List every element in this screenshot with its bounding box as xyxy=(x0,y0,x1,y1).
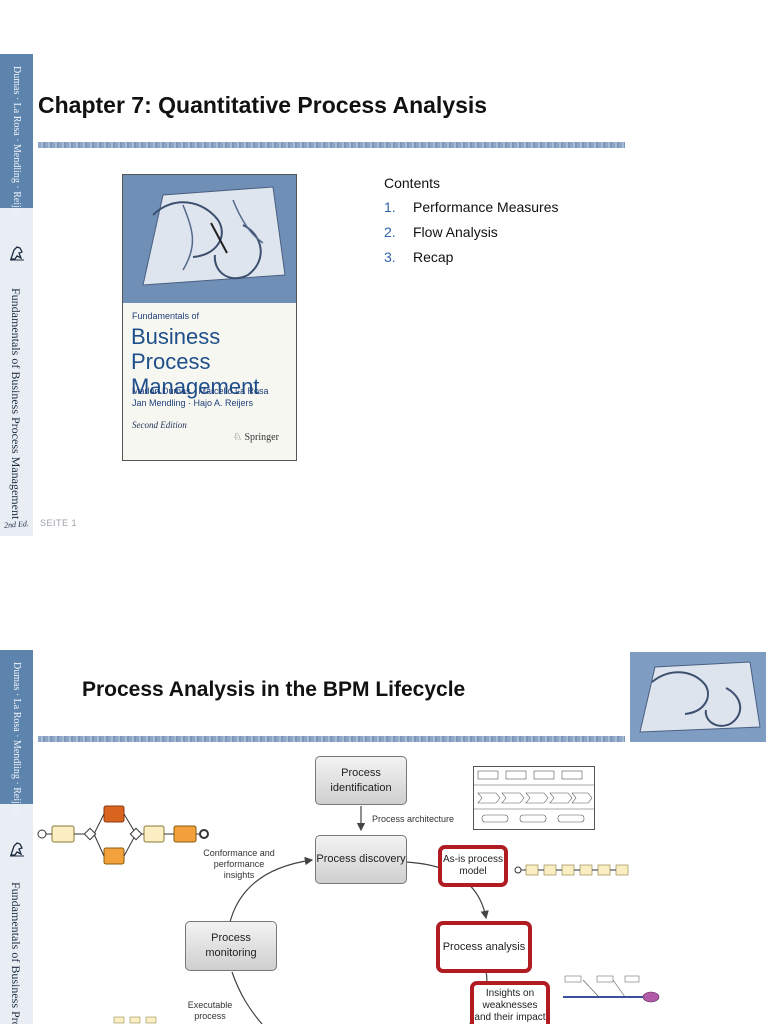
node-process-discovery: Process discovery xyxy=(315,835,407,884)
contents-item-label: Performance Measures xyxy=(413,199,559,215)
contents-item-number: 3. xyxy=(384,249,396,265)
contents-item-label: Recap xyxy=(413,249,454,265)
label-conformance-insights: Conformance and performance insights xyxy=(203,848,275,880)
contents-heading: Contents xyxy=(384,175,441,191)
as-is-model-thumbnail xyxy=(514,864,629,876)
process-architecture-thumbnail xyxy=(473,766,595,830)
book-title: Business Process Management xyxy=(131,324,296,399)
book-edition: Second Edition xyxy=(132,420,187,430)
contents-item-label: Flow Analysis xyxy=(413,224,498,240)
sidebar-authors-band xyxy=(0,650,33,804)
book-subtitle: Fundamentals of xyxy=(132,311,200,321)
book-authors-line1: Marlon Dumas · Marcello La Rosa xyxy=(132,386,269,396)
book-cover-art xyxy=(123,175,296,303)
label-executable-process: Executable process xyxy=(187,1000,233,1021)
sidebar-authors-band xyxy=(0,54,33,208)
book-publisher: ♘ Springer xyxy=(233,432,279,443)
contents-list: Contents 1. Performance Measures 2. Flow… xyxy=(384,175,559,274)
node-process-monitoring: Process monitoring xyxy=(185,921,277,971)
cover-art-thumbnail xyxy=(630,652,766,742)
sidebar-series-title: Fundamentals of Business Process Managem… xyxy=(9,288,23,520)
book-authors: Marlon Dumas · Marcello La Rosa Jan Mend… xyxy=(132,385,269,409)
page-number: SEITE 1 xyxy=(40,518,78,528)
book-authors-line2: Jan Mendling · Hajo A. Reijers xyxy=(132,398,254,408)
process-model-thumbnail xyxy=(37,805,209,865)
highlight-insights: Insights on weaknesses and their impact xyxy=(470,981,550,1024)
highlight-as-is-model: As-is process model xyxy=(438,845,508,887)
book-title-line1: Business Process xyxy=(131,324,221,374)
title-rule xyxy=(38,736,625,742)
slide-1: Dumas · La Rosa · Mendling · Reijers Fun… xyxy=(0,54,768,536)
cause-effect-thumbnail xyxy=(563,975,660,1003)
springer-horse-icon xyxy=(10,246,24,261)
slide-title: Process Analysis in the BPM Lifecycle xyxy=(82,678,466,701)
springer-horse-icon: ♘ xyxy=(233,432,242,443)
sidebar-edition: 2nd Ed. xyxy=(3,519,30,530)
book-title-line2: Management xyxy=(131,374,260,399)
contents-item[interactable]: 1. Performance Measures xyxy=(384,199,559,224)
slide-2: Dumas · La Rosa · Mendling · Reijers Fun… xyxy=(0,650,768,1024)
contents-item-number: 2. xyxy=(384,224,396,240)
contents-item-number: 1. xyxy=(384,199,396,215)
label-process-architecture: Process architecture xyxy=(372,814,455,824)
executable-model-thumbnail xyxy=(113,1016,157,1024)
sidebar: Dumas · La Rosa · Mendling · Reijers Fun… xyxy=(0,650,33,1024)
book-publisher-name: Springer xyxy=(244,432,279,443)
page-title: Chapter 7: Quantitative Process Analysis xyxy=(38,92,488,118)
node-process-identification: Process identification xyxy=(315,756,407,805)
springer-horse-icon xyxy=(10,842,24,857)
contents-item[interactable]: 2. Flow Analysis xyxy=(384,224,559,249)
book-cover: Fundamentals of Business Process Managem… xyxy=(122,174,297,461)
node-process-analysis: Process analysis xyxy=(436,921,532,973)
contents-item[interactable]: 3. Recap xyxy=(384,249,559,274)
sidebar: Dumas · La Rosa · Mendling · Reijers Fun… xyxy=(0,54,33,536)
sidebar-authors: Dumas · La Rosa · Mendling · Reijers xyxy=(11,66,22,220)
title-rule xyxy=(38,142,625,148)
